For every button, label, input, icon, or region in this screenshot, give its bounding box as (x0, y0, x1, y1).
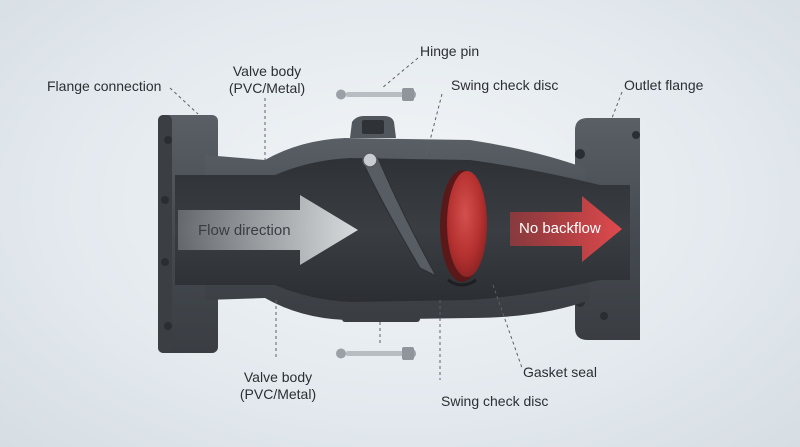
label-swing-check-disc-bottom: Swing check disc (441, 393, 549, 409)
leader-lines (169, 57, 623, 380)
hinge-pin-bottom (336, 347, 416, 360)
label-outlet-flange: Outlet flange (624, 77, 704, 93)
flow-direction-arrow (178, 195, 358, 265)
hinge-pin-top (336, 88, 416, 101)
label-flange-connection: Flange connection (47, 78, 162, 94)
flow-direction-label: Flow direction (198, 222, 291, 239)
label-hinge-pin: Hinge pin (420, 43, 480, 59)
label-swing-check-disc-top: Swing check disc (451, 77, 559, 93)
label-valve-body-top-1: Valve body (232, 63, 302, 79)
no-backflow-arrow (510, 196, 622, 262)
label-gasket-seal: Gasket seal (523, 364, 597, 380)
no-backflow-label: No backflow (519, 220, 601, 237)
label-valve-body-top-2: (PVC/Metal) (228, 80, 306, 96)
label-valve-body-bottom-2: (PVC/Metal) (239, 386, 317, 402)
label-valve-body-bottom-1: Valve body (243, 369, 313, 385)
swing-arm (361, 152, 438, 278)
swing-check-disc (440, 170, 487, 287)
